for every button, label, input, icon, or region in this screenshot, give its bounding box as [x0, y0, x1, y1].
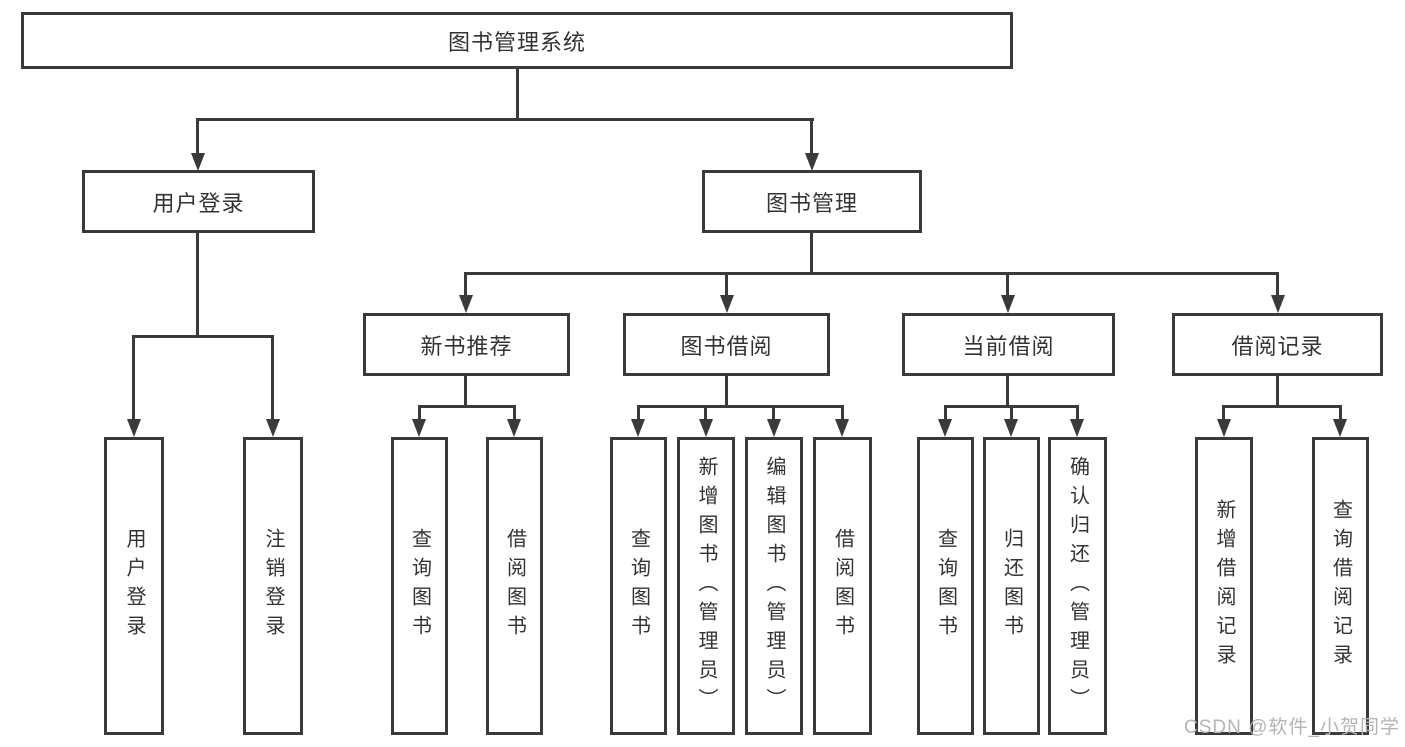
node-new-book-recommend-label: 新书推荐	[420, 333, 513, 359]
connector-book-management-rail	[465, 272, 1279, 275]
node-current-borrow: 当前借阅	[902, 313, 1115, 376]
node-borrow-records: 借阅记录	[1172, 313, 1383, 376]
arrowhead-current-borrow	[1001, 295, 1015, 313]
node-current-borrow-label: 当前借阅	[962, 333, 1055, 359]
connector-root-stub	[516, 69, 519, 118]
connector-to-book-borrow	[725, 272, 728, 295]
connector-user-login-rail	[133, 335, 274, 338]
arrowhead-borrow-records	[1271, 295, 1285, 313]
arrowhead-book-management	[805, 153, 819, 171]
leaf-confirm-return-admin-label: 确认归还（管理员）	[1066, 455, 1089, 717]
connector-current-borrow-stub	[1006, 376, 1009, 405]
connector-to-current-borrow	[1006, 272, 1009, 295]
leaf-query-borrow-record-label: 查询借阅记录	[1329, 499, 1352, 673]
leaf-user-login-label: 用户登录	[123, 528, 145, 644]
leaf-query-book-2-label: 查询图书	[627, 528, 650, 644]
arrowhead-confirm-return	[1070, 419, 1084, 437]
arrowhead-add-book	[699, 419, 713, 437]
connector-to-query-book-2	[637, 405, 640, 421]
node-book-borrow: 图书借阅	[623, 313, 830, 376]
leaf-query-book-1-label: 查询图书	[408, 528, 431, 644]
arrowhead-borrow-book-2	[835, 419, 849, 437]
connector-to-new-book-recommend	[464, 272, 467, 295]
connector-to-borrow-book-1	[513, 405, 516, 421]
leaf-user-login: 用户登录	[104, 437, 164, 735]
arrowhead-query-book-2	[631, 419, 645, 437]
arrowhead-return-book	[1004, 419, 1018, 437]
node-new-book-recommend: 新书推荐	[363, 313, 570, 376]
leaf-query-book-3: 查询图书	[917, 437, 974, 735]
arrowhead-query-borrow-record	[1333, 419, 1347, 437]
connector-book-borrow-rail	[637, 405, 844, 408]
leaf-borrow-book-2-label: 借阅图书	[831, 528, 854, 644]
arrowhead-user-login	[191, 153, 205, 171]
node-root: 图书管理系统	[21, 12, 1013, 69]
connector-to-user-login	[196, 118, 199, 153]
connector-to-borrow-book-2	[841, 405, 844, 421]
connector-book-borrow-stub	[725, 376, 728, 405]
leaf-edit-book-admin: 编辑图书（管理员）	[745, 437, 803, 735]
connector-to-leaf-user-login	[132, 335, 135, 419]
node-book-management: 图书管理	[702, 170, 922, 233]
connector-to-edit-book	[772, 405, 775, 421]
connector-to-return-book	[1010, 405, 1013, 421]
connector-borrow-records-rail	[1223, 405, 1342, 408]
node-book-borrow-label: 图书借阅	[680, 333, 773, 359]
connector-borrow-records-stub	[1276, 376, 1279, 405]
leaf-query-borrow-record: 查询借阅记录	[1312, 437, 1369, 735]
csdn-watermark: CSDN @软件_小贺同学	[1184, 717, 1400, 738]
connector-to-book-management	[810, 118, 813, 153]
leaf-add-borrow-record-label: 新增借阅记录	[1213, 499, 1235, 673]
connector-to-add-book	[704, 405, 707, 421]
connector-user-login-stub	[196, 233, 199, 335]
arrowhead-new-book-recommend	[459, 295, 473, 313]
connector-to-confirm-return	[1076, 405, 1079, 421]
arrowhead-leaf-user-login	[127, 419, 141, 437]
connector-root-rail	[197, 118, 814, 121]
arrowhead-query-book-3	[938, 419, 952, 437]
leaf-borrow-book-1: 借阅图书	[486, 437, 543, 735]
connector-to-add-borrow-record	[1222, 405, 1225, 421]
leaf-borrow-book-2: 借阅图书	[813, 437, 872, 735]
leaf-add-book-admin-label: 新增图书（管理员）	[695, 455, 717, 717]
leaf-borrow-book-1-label: 借阅图书	[503, 528, 526, 644]
arrowhead-add-borrow-record	[1217, 419, 1231, 437]
leaf-return-book-label: 归还图书	[1000, 528, 1023, 644]
arrowhead-edit-book	[767, 419, 781, 437]
leaf-return-book: 归还图书	[983, 437, 1040, 735]
connector-to-borrow-records	[1276, 272, 1279, 295]
leaf-add-borrow-record: 新增借阅记录	[1195, 437, 1253, 735]
node-root-label: 图书管理系统	[447, 29, 586, 55]
arrowhead-leaf-logout	[266, 419, 280, 437]
node-user-login-label: 用户登录	[152, 190, 245, 216]
node-borrow-records-label: 借阅记录	[1231, 333, 1324, 359]
arrowhead-book-borrow	[720, 295, 734, 313]
connector-new-book-rail	[418, 405, 516, 408]
connector-book-management-stub	[810, 233, 813, 272]
leaf-logout: 注销登录	[243, 437, 303, 735]
leaf-query-book-3-label: 查询图书	[934, 528, 957, 644]
node-book-management-label: 图书管理	[765, 190, 858, 216]
connector-to-leaf-logout	[271, 335, 274, 419]
leaf-edit-book-admin-label: 编辑图书（管理员）	[763, 455, 785, 717]
connector-to-query-book-1	[418, 405, 421, 421]
connector-new-book-stub	[464, 376, 467, 405]
leaf-query-book-2: 查询图书	[610, 437, 667, 735]
leaf-confirm-return-admin: 确认归还（管理员）	[1048, 437, 1107, 735]
node-user-login: 用户登录	[82, 170, 315, 233]
leaf-logout-label: 注销登录	[262, 528, 284, 644]
arrowhead-query-book-1	[412, 419, 426, 437]
connector-to-query-book-3	[944, 405, 947, 421]
arrowhead-borrow-book-1	[507, 419, 521, 437]
leaf-add-book-admin: 新增图书（管理员）	[677, 437, 735, 735]
leaf-query-book-1: 查询图书	[391, 437, 448, 735]
connector-to-query-borrow-record	[1339, 405, 1342, 421]
